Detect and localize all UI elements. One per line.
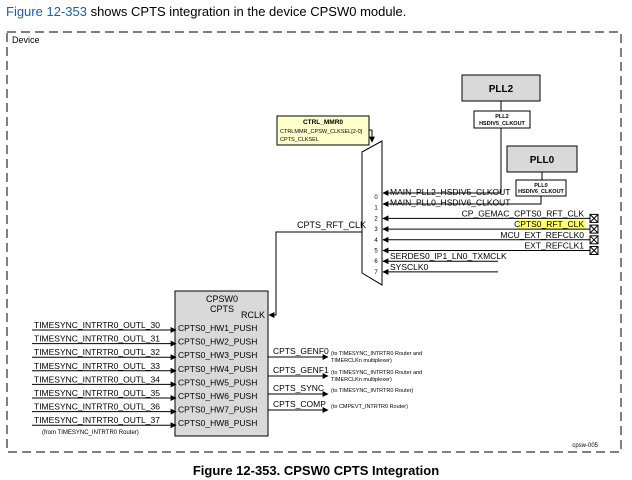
mux-input-label: EXT_REFCLK1 <box>524 241 584 251</box>
pll0-to-mux-wire <box>382 196 542 207</box>
ctrl-mmr0-line1: CTRLMMR_CPSW_CLKSEL[2-0] <box>280 129 363 135</box>
timesync-source-label: TIMESYNC_INTRTR0_OUTL_37 <box>34 415 160 425</box>
intro-sentence: shows CPTS integration in the device CPS… <box>86 4 407 19</box>
timesync-source-label: TIMESYNC_INTRTR0_OUTL_35 <box>34 388 160 398</box>
pll2-block: PLL2 PLL2 HSDIV5_CLKOUT <box>461 74 541 129</box>
ctrl-mmr0-title: CTRL_MMR0 <box>303 119 343 126</box>
rclk-label: RCLK <box>241 310 265 320</box>
device-label: Device <box>12 35 40 45</box>
mux-input-index: 7 <box>374 270 378 276</box>
pll0-box <box>506 145 578 173</box>
cpts-output-destination: TIMERCLKn multiplexer) <box>331 377 392 383</box>
timesync-source-label: TIMESYNC_INTRTR0_OUTL_32 <box>34 347 160 357</box>
cpts-push-port: CPTS0_HW5_PUSH <box>178 377 257 387</box>
pll2-box <box>461 74 541 102</box>
mux-input-index: 4 <box>374 238 378 244</box>
cpts-output-destination: (to TIMESYNC_INTRTR0 Router) <box>331 388 413 394</box>
cpts-output-destination: TIMERCLKn multiplexer) <box>331 358 392 364</box>
mux-inputs: 0 MAIN_PLL2_HSDIV5_CLKOUT 1 MAIN_PLL0_HSDIV… <box>374 187 599 276</box>
figure-caption: Figure 12-353. CPSW0 CPTS Integration <box>192 463 440 478</box>
ctrl-mmr0-box <box>276 115 370 146</box>
external-pin-icon <box>589 213 599 223</box>
mux-input-label: MAIN_PLL0_HSDIV6_CLKOUT <box>390 198 510 208</box>
mux-input-index: 1 <box>374 206 378 212</box>
mux-input-label: SYSCLK0 <box>390 262 429 272</box>
mux-input-index: 0 <box>374 195 378 201</box>
mux-output-wire <box>268 231 362 318</box>
cpts-output-destination: (to TIMESYNC_INTRTR0 Router and <box>331 370 422 376</box>
pll2-title: PLL2 <box>489 84 514 95</box>
cpts-output-destination: (to TIMESYNC_INTRTR0 Router and <box>331 351 422 357</box>
pll2-output-box <box>473 110 531 129</box>
mux-input-index: 2 <box>374 216 378 222</box>
mux-input-label: MCU_EXT_REFCLK0 <box>500 230 584 240</box>
cpsw0-cpts-box <box>174 290 269 437</box>
mux-input-index: 6 <box>374 259 378 265</box>
cpts-push-port: CPTS0_HW1_PUSH <box>178 323 257 333</box>
cpts-output-label: CPTS_GENF0 <box>273 346 329 356</box>
mux-input-index: 3 <box>374 227 378 233</box>
pll0-title: PLL0 <box>530 155 555 166</box>
ctrl-mmr0-block: CTRL_MMR0 CTRLMMR_CPSW_CLKSEL[2-0] CPTS_… <box>276 115 375 146</box>
highlight-mark <box>517 220 585 230</box>
timesync-source-label: TIMESYNC_INTRTR0_OUTL_33 <box>34 361 160 371</box>
pll2-output-line1: PLL2 <box>495 114 508 120</box>
mux-input-label: CPTS0_RFT_CLK <box>514 219 584 229</box>
ctrl-mmr0-line2: CPTS_CLKSEL <box>280 137 319 143</box>
pll2-output-line2: HSDIV5_CLKOUT <box>479 121 525 127</box>
cpts-push-port: CPTS0_HW3_PUSH <box>178 350 257 360</box>
cpts-output-label: CPTS_COMP <box>273 399 326 409</box>
external-pin-icon <box>589 224 599 234</box>
timesync-source-label: TIMESYNC_INTRTR0_OUTL_31 <box>34 334 160 344</box>
pll0-output-line2: HSDIV6_CLKOUT <box>518 189 564 195</box>
cpts-push-port: CPTS0_HW2_PUSH <box>178 337 257 347</box>
mux-input-label: CP_GEMAC_CPTS0_RFT_CLK <box>462 208 585 218</box>
mux-input-index: 5 <box>374 249 378 255</box>
cpsw-inputs: TIMESYNC_INTRTR0_OUTL_30 CPTS0_HW1_PUSH TI… <box>32 320 257 429</box>
pll0-block: PLL0 PLL0 HSDIV6_CLKOUT <box>506 145 578 197</box>
cpts-push-port: CPTS0_HW4_PUSH <box>178 364 257 374</box>
figure-link[interactable]: Figure 12-353 <box>6 4 87 19</box>
cpts-push-port: CPTS0_HW7_PUSH <box>178 405 257 415</box>
intro-text: Figure 12-353 shows CPTS integration in … <box>6 4 406 19</box>
cpts-title: CPTS <box>210 304 234 314</box>
cpts-push-port: CPTS0_HW8_PUSH <box>178 418 257 428</box>
mux-input-label: MAIN_PLL2_HSDIV5_CLKOUT <box>390 187 510 197</box>
pll0-output-line1: PLL0 <box>534 183 547 189</box>
cpsw-outputs: CPTS_GENF0(to TIMESYNC_INTRTR0 Router an… <box>268 346 422 413</box>
cpts-output-label: CPTS_GENF1 <box>273 365 329 375</box>
from-router-note: (from TIMESYNC_INTRTR0 Router) <box>42 430 139 436</box>
mux-input-label: SERDES0_IP1_LN0_TXMCLK <box>390 251 507 261</box>
cpts-push-port: CPTS0_HW6_PUSH <box>178 391 257 401</box>
figure-id: cpsw-005 <box>572 443 598 449</box>
pll2-to-mux-wire <box>382 128 502 196</box>
external-pin-icon <box>589 235 599 245</box>
cpsw0-title: CPSW0 <box>206 294 238 304</box>
timesync-source-label: TIMESYNC_INTRTR0_OUTL_36 <box>34 402 160 412</box>
mux-output-label: CPTS_RFT_CLK <box>297 220 366 230</box>
timesync-source-label: TIMESYNC_INTRTR0_OUTL_34 <box>34 374 160 384</box>
cpts-output-label: CPTS_SYNC <box>273 383 324 393</box>
clock-mux <box>361 140 383 286</box>
timesync-source-label: TIMESYNC_INTRTR0_OUTL_30 <box>34 320 160 330</box>
external-pin-icon <box>589 246 599 255</box>
cpts-output-destination: (to CMPEVT_INTRTR0 Router) <box>331 404 408 410</box>
